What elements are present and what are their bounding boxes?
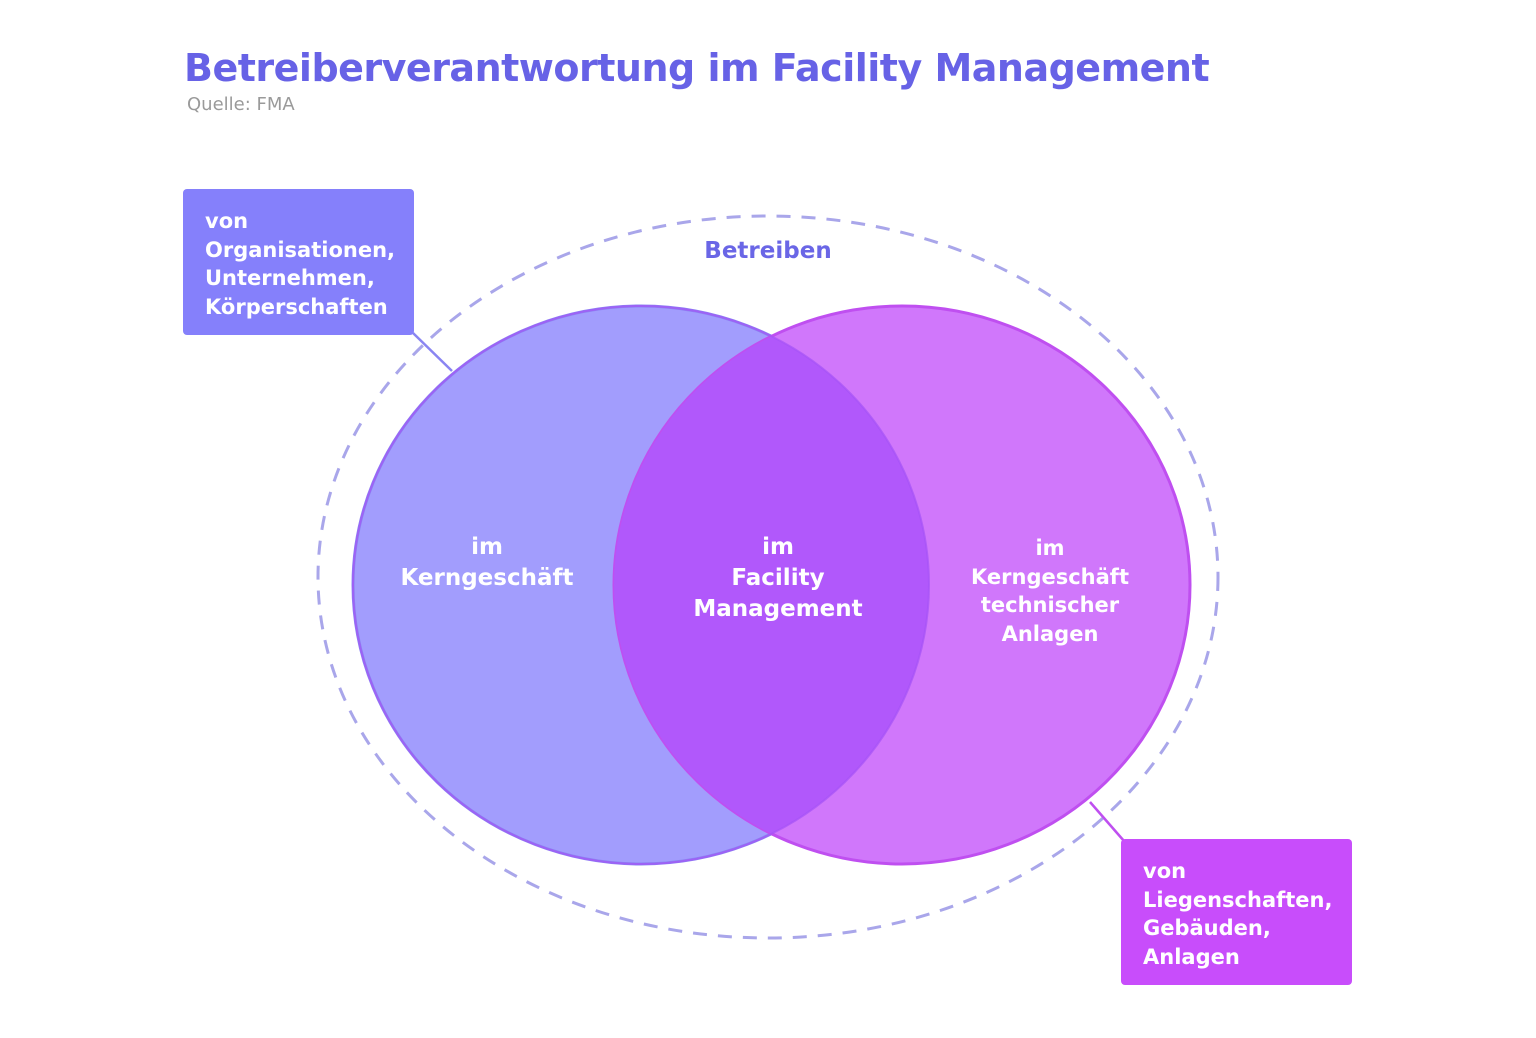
callout-right-line: Gebäuden,	[1143, 916, 1271, 940]
callout-left-line: Körperschaften	[205, 294, 388, 319]
page-title: Betreiberverantwortung im Facility Manag…	[184, 46, 1210, 90]
label-line: Kerngeschäft	[400, 565, 574, 591]
label-line: Facility	[731, 565, 825, 591]
callout-right-line: Anlagen	[1143, 944, 1240, 969]
label-facility-management: im Facility Management	[693, 532, 862, 625]
callout-organisations: von Organisationen, Unternehmen, Körpers…	[183, 189, 414, 335]
callout-left-line: von	[205, 209, 249, 233]
connector-left	[412, 332, 453, 372]
connector-right	[1089, 801, 1125, 842]
source-note: Quelle: FMA	[187, 94, 295, 115]
label-line: im	[471, 534, 503, 560]
label-line: im	[762, 534, 794, 560]
circle-left-outline	[352, 305, 930, 865]
label-core-business: im Kerngeschäft	[400, 532, 573, 594]
outer-label-betreiben: Betreiben	[704, 238, 832, 264]
label-technical-facilities: im Kerngeschäft technischer Anlagen	[971, 534, 1129, 648]
label-line: Kerngeschäft	[971, 564, 1129, 589]
circle-overlap	[614, 306, 929, 864]
label-line: technischer	[980, 593, 1120, 617]
callout-left-line: Organisationen,	[205, 237, 396, 262]
callout-left-line: Unternehmen,	[205, 266, 375, 290]
callout-right-line: Liegenschaften,	[1143, 887, 1333, 912]
callout-properties: von Liegenschaften, Gebäuden, Anlagen	[1121, 839, 1352, 985]
label-line: Anlagen	[1001, 621, 1099, 646]
callout-right-line: von	[1143, 859, 1187, 883]
label-line: im	[1035, 536, 1065, 560]
outer-dashed-ellipse	[316, 214, 1220, 940]
label-line: Management	[693, 596, 863, 622]
